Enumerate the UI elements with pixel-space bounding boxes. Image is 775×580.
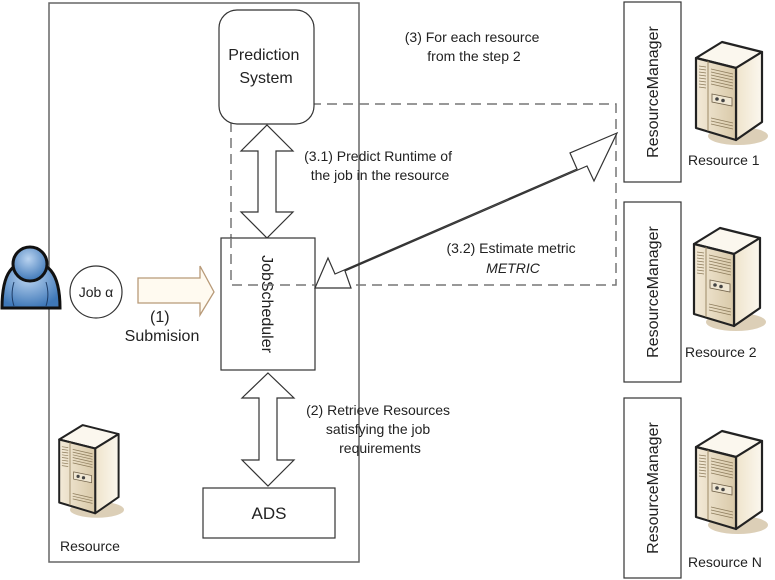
user-icon <box>0 245 62 310</box>
resource-label: Resource 2 <box>685 344 757 360</box>
submission-arrow <box>137 265 215 318</box>
server-icon <box>692 226 766 333</box>
estimate-label: (3.2) Estimate metric METRIC <box>446 240 579 276</box>
job-circle[interactable] <box>69 265 123 319</box>
loop-region-dashed <box>230 103 617 286</box>
server-icon <box>694 429 768 536</box>
resource-manager-2[interactable]: ResourceManager <box>623 201 682 383</box>
resource-label: Resource 1 <box>688 152 760 168</box>
resource-label: Resource N <box>688 554 762 570</box>
resource-manager-1[interactable]: ResourceManager <box>623 1 682 183</box>
local-server-icon <box>58 423 124 519</box>
ads-label: ADS <box>252 504 287 523</box>
resource-manager-label: ResourceManager <box>645 226 662 358</box>
resource-manager-label: ResourceManager <box>645 422 662 554</box>
local-resource-label: Resource <box>60 538 120 554</box>
server-icon <box>694 40 768 147</box>
ads-box[interactable] <box>202 487 336 539</box>
job-scheduler-box[interactable] <box>220 237 316 371</box>
estimate-double-arrow <box>314 131 619 289</box>
predict-label: (3.1) Predict Runtime of the job in the … <box>304 148 456 183</box>
job-label: Job α <box>79 284 114 300</box>
retrieve-double-arrow <box>240 372 296 487</box>
resource-manager-n[interactable]: ResourceManager <box>623 397 682 579</box>
job-scheduler-label: JobScheduler <box>258 255 275 354</box>
retrieve-label: (2) Retrieve Resources satisfying the jo… <box>306 402 454 456</box>
prediction-system-box[interactable] <box>218 9 315 125</box>
for-each-label: (3) For each resource from the step 2 <box>405 29 544 64</box>
prediction-system-label: Prediction System <box>228 47 304 87</box>
resource-manager-label: ResourceManager <box>645 26 662 158</box>
submission-label: (1) Submision <box>125 309 200 345</box>
